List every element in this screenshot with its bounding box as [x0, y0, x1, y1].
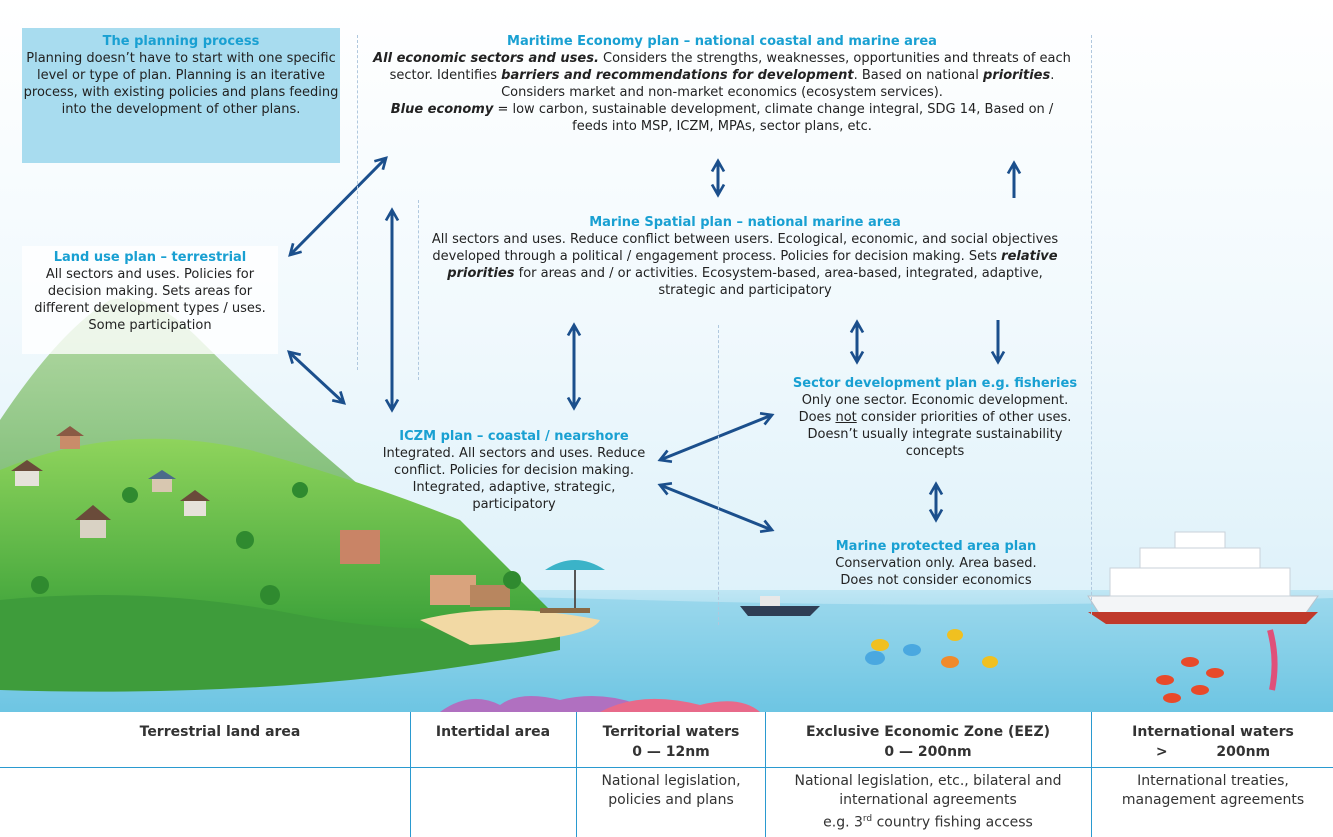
zone-international-range: > 200nm — [1155, 744, 1271, 760]
planning-process-box: The planning process Planning doesn’t ha… — [22, 28, 340, 163]
eez-note-pre: e.g. 3 — [823, 814, 863, 831]
arrow-landuse-iczm — [287, 350, 346, 405]
house-icon — [11, 426, 510, 607]
zone-intertidal-name: Intertidal area — [435, 724, 551, 740]
marine-protected-area-plan: Marine protected area plan Conservation … — [820, 538, 1052, 589]
msp-text-2: for areas and / or activities. Ecosystem… — [514, 266, 1043, 298]
zone-territorial-legal: National legislation, policies and plans — [601, 773, 741, 808]
landuse-text: All sectors and uses. Policies for decis… — [34, 267, 266, 333]
zone-territorial-range: 0 — 12nm — [632, 744, 710, 760]
maritime-economy-plan: Maritime Economy plan – national coastal… — [372, 33, 1072, 135]
zone-eez-range: 0 — 200nm — [884, 744, 972, 760]
zone-eez-note: e.g. 3rd country fishing access — [767, 810, 1089, 833]
eez-note-post: country fishing access — [872, 814, 1033, 831]
zone-terrestrial-name: Terrestrial land area — [139, 724, 301, 740]
zone-eez-name: Exclusive Economic Zone (EEZ) — [805, 724, 1051, 740]
arrow-landuse-maritime — [288, 156, 388, 257]
zone-divider-territorial — [418, 200, 419, 380]
zone-sep-3 — [765, 712, 766, 837]
iczm-text: Integrated. All sectors and uses. Reduce… — [382, 446, 646, 512]
sector-text-2: consider priorities of other uses. Doesn… — [807, 410, 1072, 459]
zone-divider-intertidal — [357, 35, 358, 370]
landuse-title: Land use plan – terrestrial — [53, 250, 247, 265]
maritime-text-4: = low carbon, sustainable development, c… — [493, 102, 1054, 134]
land-use-plan-box: Land use plan – terrestrial All sectors … — [22, 246, 278, 354]
planning-text: Planning doesn’t have to start with one … — [23, 51, 339, 117]
mpa-text: Conservation only. Area based. Does not … — [835, 556, 1037, 588]
arrow-iczm-sector — [657, 412, 775, 463]
zones-table: Terrestrial land area Intertidal area Te… — [0, 712, 1333, 837]
arrow-iczm-mpa — [657, 482, 775, 533]
sector-text-1: Only one sector. Economic development. D… — [798, 393, 1069, 425]
zone-territorial-name: Territorial waters — [602, 724, 740, 740]
maritime-text-3: . Considers market and non-market econom… — [501, 68, 1055, 100]
illustration-background — [0, 0, 1333, 712]
mpa-title: Marine protected area plan — [835, 539, 1037, 554]
maritime-text-2: . Based on national — [853, 68, 984, 83]
zone-sep-1 — [410, 712, 411, 837]
maritime-title: Maritime Economy plan – national coastal… — [507, 34, 937, 49]
maritime-em-sectors: All economic sectors and uses. — [373, 51, 599, 66]
sector-development-plan: Sector development plan e.g. fisheries O… — [790, 375, 1080, 460]
zone-eez-legal: National legislation, etc., bilateral an… — [794, 773, 1062, 808]
maritime-text-1: Considers the strengths, weaknesses, opp… — [389, 51, 1071, 83]
sector-title: Sector development plan e.g. fisheries — [792, 376, 1078, 391]
zones-row-divider — [0, 767, 1333, 768]
msp-em-priorities: relative priorities — [447, 249, 1058, 281]
zone-sep-4 — [1091, 712, 1092, 837]
zone-international-legal: International treaties, management agree… — [1121, 773, 1305, 808]
iczm-title: ICZM plan – coastal / nearshore — [399, 429, 629, 444]
eez-note-sup: rd — [862, 814, 873, 824]
maritime-em-blue-economy: Blue economy — [390, 102, 494, 117]
iczm-plan: ICZM plan – coastal / nearshore Integrat… — [380, 428, 648, 513]
cruise-ship-icon — [1087, 531, 1319, 625]
zone-international-name: International waters — [1132, 724, 1294, 740]
marine-spatial-plan: Marine Spatial plan – national marine ar… — [425, 214, 1065, 299]
maritime-em-priorities: priorities — [983, 68, 1051, 83]
zone-divider-international — [1091, 35, 1092, 615]
maritime-em-barriers: barriers and recommendations for develop… — [501, 68, 854, 83]
zone-divider-eez — [718, 325, 719, 625]
planning-title: The planning process — [102, 34, 260, 49]
msp-text-1: All sectors and uses. Reduce conflict be… — [431, 232, 1059, 264]
zone-sep-2 — [576, 712, 577, 837]
msp-title: Marine Spatial plan – national marine ar… — [589, 215, 901, 230]
sector-underline-not: not — [835, 410, 857, 425]
